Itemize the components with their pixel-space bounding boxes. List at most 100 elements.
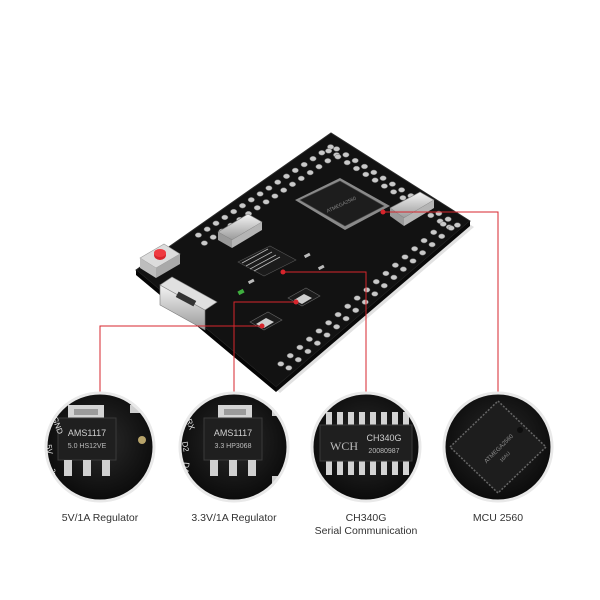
- header-pad: [380, 283, 388, 289]
- zoom-3v3-chip-sub: 3.3 HP3068: [215, 443, 252, 450]
- header-pad: [256, 191, 264, 197]
- chip-leg: [326, 461, 332, 475]
- header-pad: [230, 208, 238, 215]
- zoom-3v3-chip-label: AMS1117: [214, 428, 252, 438]
- header-pad: [280, 187, 288, 193]
- chip-leg: [348, 461, 354, 475]
- header-pad: [352, 307, 360, 313]
- header-pad: [353, 295, 361, 301]
- header-pad: [353, 165, 360, 172]
- zoom-ch340g-logo: WCH: [330, 439, 358, 453]
- reset-button: [139, 243, 181, 278]
- header-pad: [315, 328, 323, 334]
- caption-ch340g-line-2: Serial Communication: [314, 525, 418, 537]
- header-pad: [439, 221, 447, 227]
- zoom-5v-pin-5v: 5V: [44, 444, 55, 456]
- header-pad: [427, 212, 435, 219]
- chip-leg: [359, 412, 365, 426]
- crystal-left: [217, 213, 263, 248]
- chip-leg: [337, 461, 343, 475]
- header-pad: [334, 154, 342, 160]
- header-pad: [247, 197, 255, 203]
- caption-3v3-regulator: 3.3V/1A Regulator: [164, 512, 304, 525]
- pcb-board: [135, 132, 474, 393]
- header-pad: [323, 332, 331, 338]
- header-pad: [411, 246, 419, 252]
- board-edge-right: [276, 221, 470, 392]
- header-pad: [262, 199, 270, 205]
- header-pad: [325, 320, 333, 326]
- header-pad: [194, 232, 202, 238]
- caption-mcu-line-1: MCU 2560: [472, 512, 524, 524]
- chip-leg: [348, 412, 354, 426]
- header-pad: [313, 340, 321, 346]
- smd-components: [237, 252, 325, 296]
- header-pad: [409, 258, 417, 264]
- header-pad: [447, 225, 455, 231]
- zoom-5v-chip-label: AMS1117: [68, 428, 106, 438]
- header-pad: [297, 175, 305, 182]
- chip-leg: [403, 412, 409, 426]
- zoom-lens-3v3-regulator: AMS1117 3.3 HP3068 RX D2 D4: [178, 391, 290, 503]
- zoom-ch340g-chip-sub: 20080987: [368, 448, 399, 455]
- header-pads: [194, 144, 461, 371]
- mcu-chip: ATMEGA2560: [295, 178, 390, 230]
- chip-leg: [326, 412, 332, 426]
- header-pad: [453, 222, 461, 228]
- header-pad: [430, 229, 438, 235]
- header-pad: [363, 287, 371, 293]
- chip-leg: [337, 412, 343, 426]
- board-body: [135, 132, 471, 388]
- header-pad: [305, 336, 313, 342]
- header-pad: [371, 177, 379, 183]
- header-pad: [342, 152, 350, 158]
- header-pad: [274, 179, 282, 185]
- header-pad: [343, 159, 351, 166]
- usb-connector: [159, 276, 218, 331]
- header-pad: [306, 169, 314, 176]
- header-pad: [399, 195, 407, 201]
- chip-leg: [392, 412, 398, 426]
- header-pad: [361, 163, 368, 170]
- zoom-3v3-pin-d2: D2: [180, 441, 191, 453]
- header-pad: [344, 303, 352, 309]
- header-pad: [286, 353, 294, 359]
- caption-mcu-2560: MCU 2560: [428, 512, 568, 525]
- ch340g-chip: [237, 245, 297, 277]
- header-pad: [371, 291, 379, 297]
- zoom-lens-mcu-2560: ATMEGA2560 16AU: [442, 391, 554, 503]
- callout-line-5v: [99, 325, 262, 393]
- header-pad: [318, 150, 326, 156]
- header-pad: [253, 205, 261, 211]
- header-pad: [361, 299, 369, 305]
- header-pad: [444, 216, 452, 222]
- header-pad: [239, 203, 246, 209]
- header-pad: [401, 254, 409, 260]
- header-pad: [283, 173, 290, 179]
- header-pad: [203, 226, 211, 232]
- header-pad: [388, 181, 396, 187]
- header-pad: [351, 157, 359, 164]
- callout-line-3v3: [233, 301, 296, 393]
- header-pad: [334, 311, 342, 318]
- header-pad: [209, 234, 217, 240]
- chip-leg: [381, 461, 387, 475]
- caption-5v-line-1: 5V/1A Regulator: [61, 512, 139, 524]
- header-pad: [438, 233, 446, 239]
- header-pad: [291, 167, 299, 174]
- caption-3v3-line-1: 3.3V/1A Regulator: [191, 512, 277, 524]
- header-pad: [271, 193, 279, 199]
- callout-line-ch340g: [283, 271, 367, 393]
- header-pad: [221, 214, 229, 221]
- chip-leg: [392, 461, 398, 475]
- header-pad: [324, 158, 332, 164]
- header-pad: [428, 241, 436, 248]
- chip-leg: [370, 461, 376, 475]
- zoom-lens-5v-regulator: AMS1117 5.0 HS12VE GND 5V 3V3: [44, 391, 156, 503]
- header-pad: [379, 175, 387, 181]
- header-pad: [304, 348, 312, 355]
- zoom-3v3-pin-d4: D4: [181, 462, 191, 474]
- chip-leg: [403, 461, 409, 475]
- callout-line-mcu: [383, 211, 499, 393]
- header-pad: [399, 266, 407, 272]
